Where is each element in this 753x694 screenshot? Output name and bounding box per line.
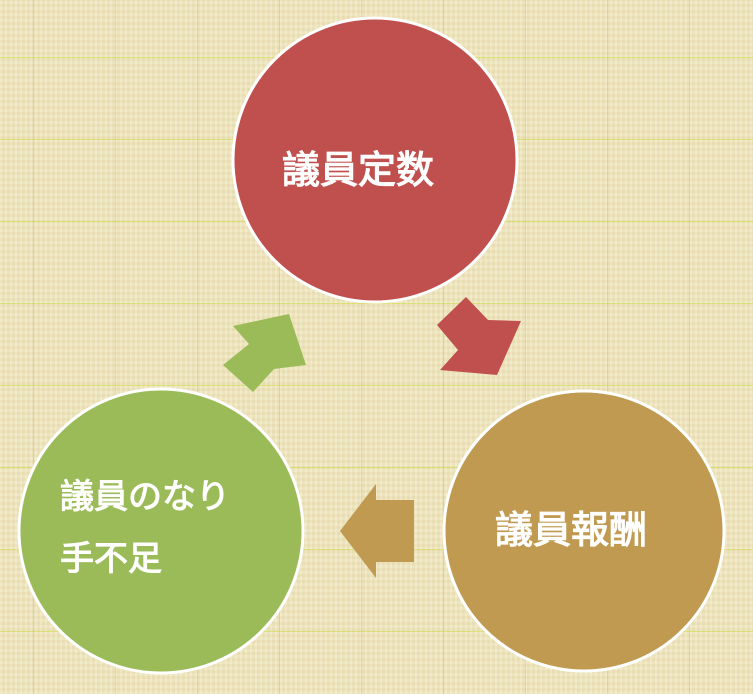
arrow-red-icon <box>437 297 521 375</box>
label-narite-line1: 議員のなり <box>60 477 230 517</box>
label-narite-line2: 手不足 <box>60 539 162 579</box>
label-hoshu: 議員報酬 <box>495 508 648 552</box>
arrow-green-icon <box>223 314 306 392</box>
circle-narite <box>17 387 305 675</box>
circle-hoshu <box>442 389 726 673</box>
arrow-gold-icon <box>340 484 414 578</box>
label-teisu: 議員定数 <box>282 148 435 192</box>
circle-teisu <box>231 16 519 304</box>
